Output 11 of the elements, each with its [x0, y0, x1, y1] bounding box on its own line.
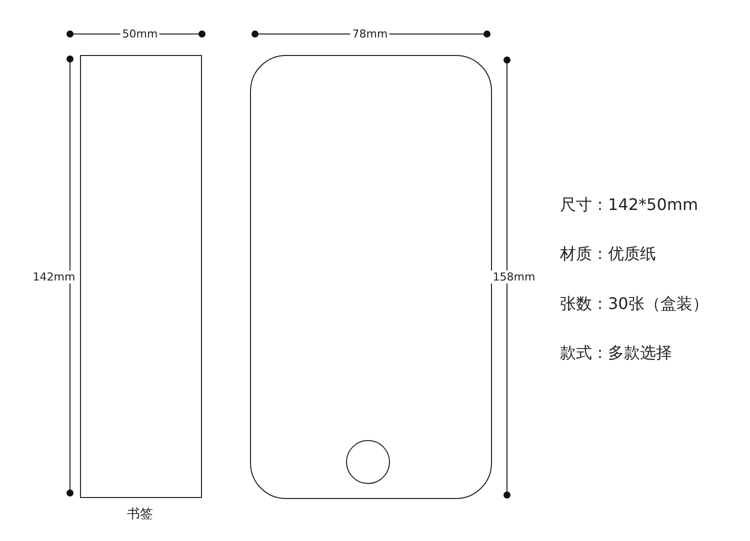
dimension-label: 158mm	[490, 270, 538, 284]
spec-text: 尺寸：142*50mm	[560, 195, 698, 215]
phone-outline	[250, 55, 492, 499]
bookmark-rectangle	[80, 55, 202, 498]
dimension-label: 142mm	[30, 270, 78, 284]
spec-text: 张数：30张（盒装）	[560, 294, 708, 314]
spec-text: 材质：优质纸	[560, 244, 656, 264]
dimension-label: 50mm	[120, 28, 160, 40]
node-label: 书签	[127, 506, 153, 523]
dimension-label: 78mm	[350, 28, 390, 40]
spec-text: 款式：多款选择	[560, 343, 672, 363]
